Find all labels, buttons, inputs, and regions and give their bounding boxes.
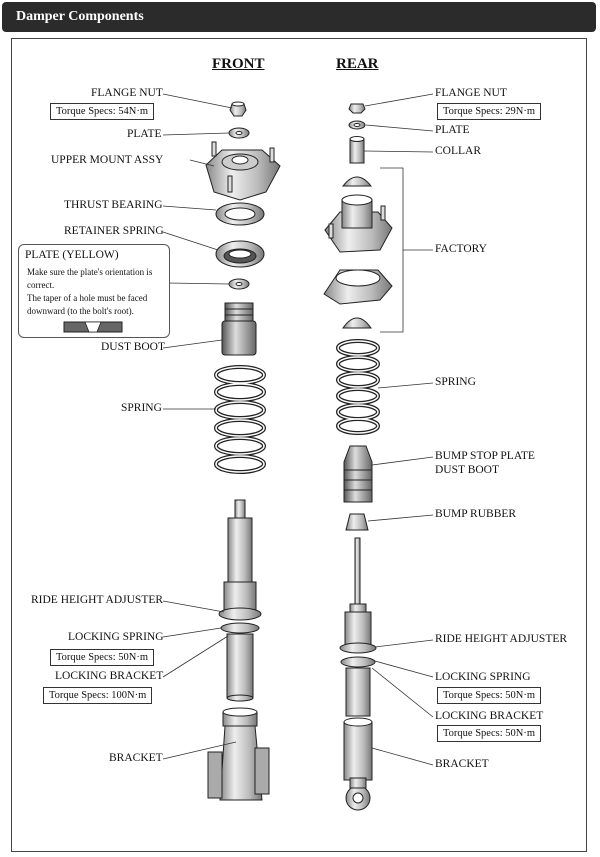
front-damper [218,499,262,702]
rear-locking-bracket-label: LOCKING BRACKET [435,710,544,722]
note-line-1: Make sure the plate's orientation is cor… [27,267,153,290]
leader-lines [162,93,434,766]
front-yellow-plate [228,278,250,290]
diagram-frame [11,38,587,852]
front-flange-nut-label: FLANGE NUT [91,87,163,99]
rear-locking-spring-torque: Torque Specs: 50N·m [437,687,541,704]
rear-plate [348,120,366,130]
rear-bracket-label: BRACKET [435,758,489,770]
note-body: Make sure the plate's orientation is cor… [27,266,165,318]
rear-column-heading: REAR [336,56,379,72]
front-locking-spring-label: LOCKING SPRING [68,631,164,643]
front-dust-boot-label: DUST BOOT [101,341,166,353]
front-thrust-bearing-label: THRUST BEARING [64,199,163,211]
front-retainer-spring-label: RETAINER SPRING [64,225,164,237]
rear-bump-rubber-label: BUMP RUBBER [435,508,517,520]
note-title: PLATE (YELLOW) [25,249,119,261]
rear-spring-inner [337,340,379,434]
front-bracket-label: BRACKET [109,752,163,764]
front-thrust-bearing [215,202,265,226]
note-line-2: The taper of a hole must be faced downwa… [27,293,148,316]
rear-plate-label: PLATE [435,124,470,136]
front-flange-nut [229,101,247,117]
plate-orientation-icon [63,321,123,333]
rear-factory-upper-plate [341,176,373,187]
rear-collar [349,136,365,164]
front-upper-mount [205,141,281,201]
front-locking-bracket-label: LOCKING BRACKET [55,670,164,682]
rear-factory-label: FACTORY [435,243,487,255]
rear-factory-lower-plate [342,317,372,329]
rear-locking-spring-label: LOCKING SPRING [435,671,531,683]
section-title: Damper Components [16,9,144,24]
rear-factory-mount [324,194,393,253]
front-retainer-spring [215,240,265,268]
rear-ride-height-adjuster-label: RIDE HEIGHT ADJUSTER [435,633,568,645]
front-flange-nut-torque: Torque Specs: 54N·m [50,103,154,120]
front-plate-label: PLATE [127,128,162,140]
front-dust-boot [221,302,257,356]
front-column-heading: FRONT [212,56,265,72]
rear-flange-nut-label: FLANGE NUT [435,87,507,99]
yellow-plate-note: PLATE (YELLOW) Make sure the plate's ori… [18,244,170,338]
rear-bump-rubber [345,513,369,531]
front-spring-inner [215,366,265,473]
rear-flange-nut-torque: Torque Specs: 29N·m [437,103,541,120]
rear-locking-bracket-torque: Torque Specs: 50N·m [437,725,541,742]
rear-damper [339,537,377,717]
rear-collar-label: COLLAR [435,145,481,157]
front-upper-mount-label: UPPER MOUNT ASSY [51,154,164,166]
rear-factory-seat [323,269,393,305]
rear-bracket [343,717,373,811]
rear-dust-boot-label: DUST BOOT [435,464,500,476]
front-bracket [207,707,270,801]
rear-bump-stop-dust-boot [343,445,373,503]
rear-bump-stop-plate-label: BUMP STOP PLATE [435,450,535,462]
front-ride-height-adjuster-label: RIDE HEIGHT ADJUSTER [31,594,164,606]
front-locking-spring-torque: Torque Specs: 50N·m [50,649,154,666]
rear-spring-label: SPRING [435,376,476,388]
front-spring-label: SPRING [121,402,162,414]
front-plate [228,127,250,139]
front-locking-bracket-torque: Torque Specs: 100N·m [43,687,153,704]
section-header: Damper Components [2,2,596,32]
rear-flange-nut [348,103,366,114]
